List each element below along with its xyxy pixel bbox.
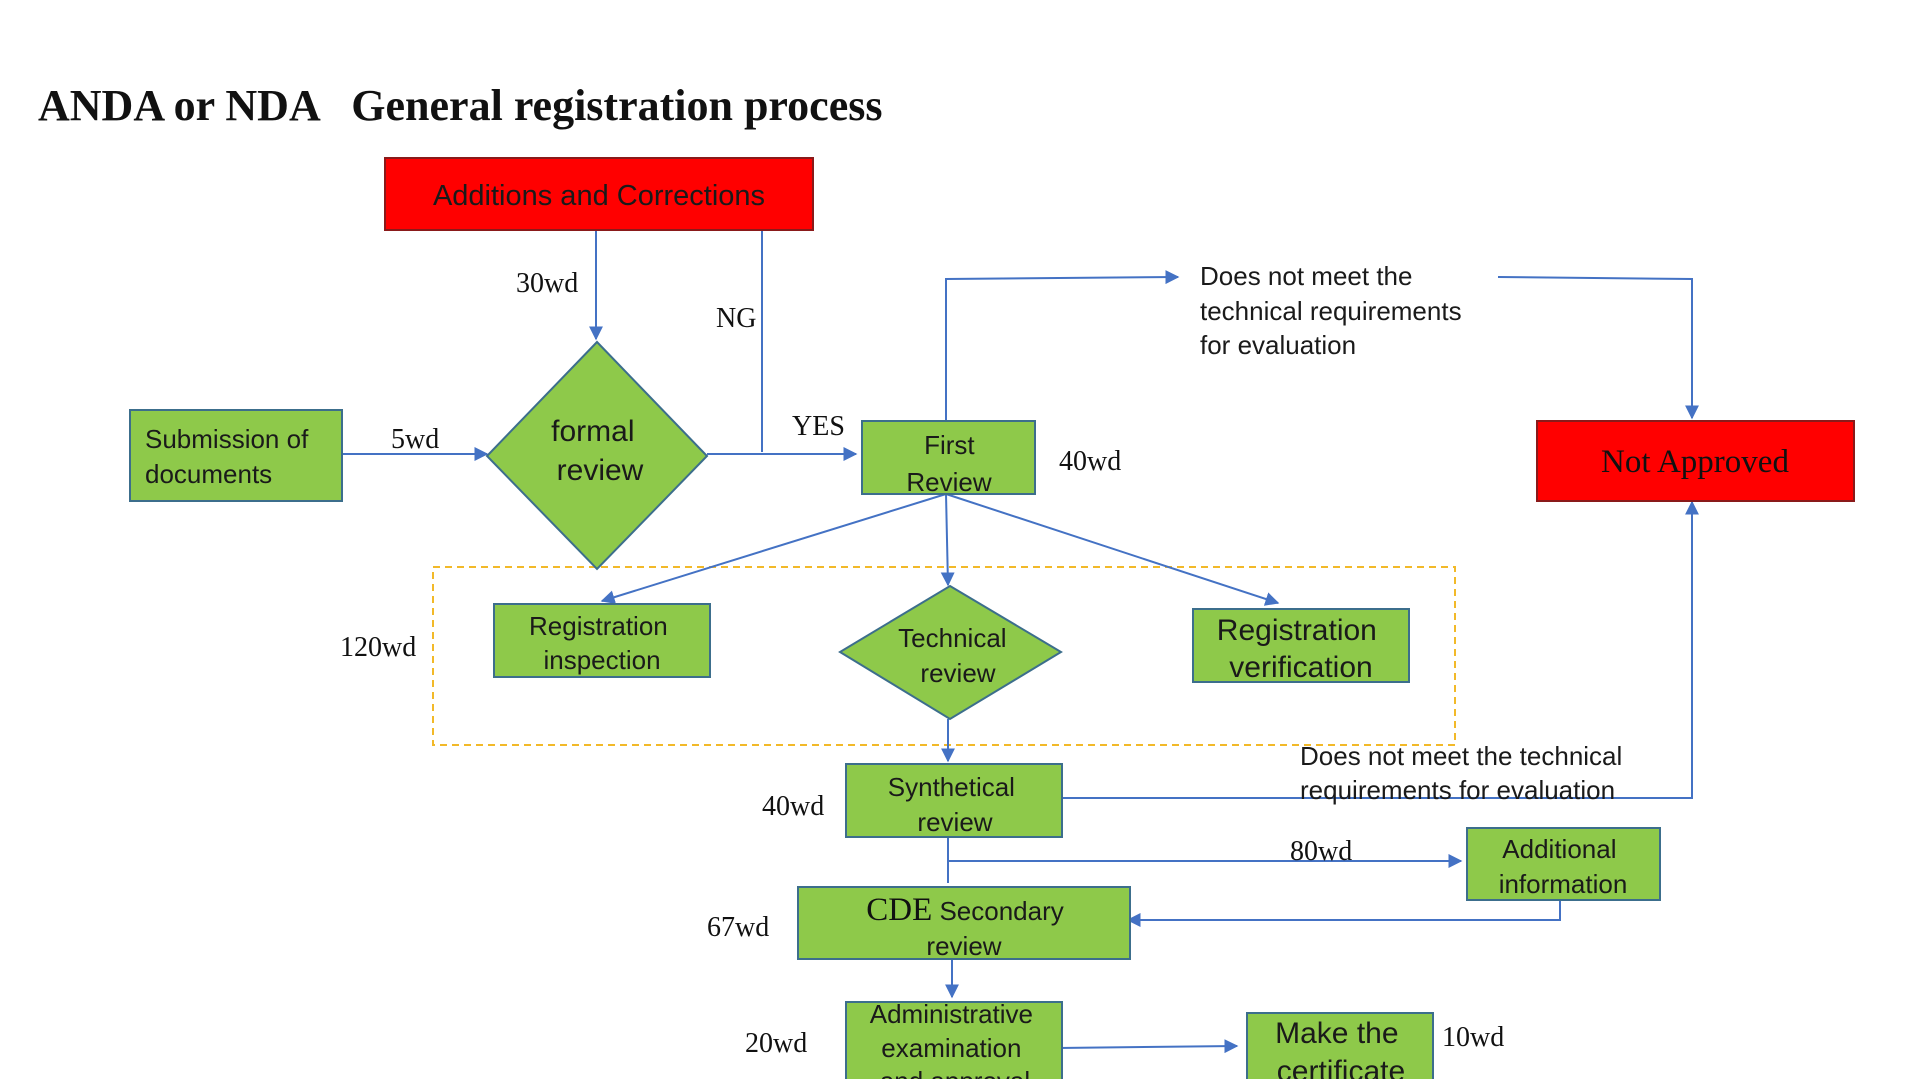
- label-ng: NG: [716, 303, 756, 334]
- label-30wd: 30wd: [516, 268, 578, 299]
- make-certificate-box[interactable]: Make the certificate: [1246, 1012, 1434, 1084]
- note-top-line-3: for evaluation: [1200, 330, 1356, 360]
- label-40wd-synthetical: 40wd: [762, 791, 824, 822]
- cde-secondary-review-box[interactable]: CDE Secondary review: [797, 886, 1131, 961]
- additional-information-box[interactable]: Additional information: [1466, 827, 1661, 901]
- parallel-review-group: [432, 566, 1456, 746]
- arrow-first-to-technical: [940, 493, 955, 587]
- label-80wd: 80wd: [1290, 836, 1352, 867]
- page-title: ANDA or NDA General registration process: [38, 81, 882, 130]
- formal-review-diamond[interactable]: formal review: [485, 340, 709, 571]
- note-not-meet-requirements-top: Does not meet the technical requirements…: [1200, 261, 1469, 360]
- label-10wd: 10wd: [1442, 1022, 1504, 1053]
- administrative-examination-box[interactable]: Administrative examination and approval: [845, 999, 1063, 1084]
- note-bottom-line-1: Does not meet the technical: [1300, 741, 1622, 771]
- arrow-first-to-verification: [945, 493, 1280, 606]
- first-review-box[interactable]: First Review: [861, 420, 1036, 497]
- note-top-line-2: technical requirements: [1200, 296, 1462, 326]
- submission-box[interactable]: Submission of documents: [129, 409, 343, 502]
- label-5wd: 5wd: [391, 424, 439, 455]
- label-120wd: 120wd: [340, 632, 416, 663]
- label-67wd: 67wd: [707, 912, 769, 943]
- label-40wd-first: 40wd: [1059, 446, 1121, 477]
- note-top-line-1: Does not meet the: [1200, 261, 1412, 291]
- note-not-meet-requirements-bottom: Does not meet the technical requirements…: [1300, 741, 1630, 805]
- synthetical-review-box[interactable]: Synthetical review: [845, 763, 1063, 838]
- arrow-note-to-not-approved: [1497, 276, 1699, 420]
- arrow-additional-to-cde: [1126, 897, 1561, 927]
- connectors: [342, 230, 1699, 1054]
- arrow-first-to-note: [945, 270, 1180, 421]
- additions-corrections-box[interactable]: Additions and Corrections: [384, 157, 814, 231]
- technical-review-diamond[interactable]: Technical review: [838, 584, 1063, 721]
- arrow-synthetical-to-not-approved: [1058, 500, 1699, 799]
- not-approved-box[interactable]: Not Approved: [1536, 420, 1855, 502]
- label-yes: YES: [792, 411, 845, 442]
- note-bottom-line-2: requirements for evaluation: [1300, 775, 1615, 805]
- arrow-first-to-inspection: [600, 493, 947, 604]
- registration-inspection-box[interactable]: Registration inspection: [493, 603, 711, 678]
- label-20wd: 20wd: [745, 1028, 807, 1059]
- registration-verification-box[interactable]: Registration verification: [1192, 608, 1410, 684]
- arrow-admin-to-certificate: [1057, 1039, 1239, 1054]
